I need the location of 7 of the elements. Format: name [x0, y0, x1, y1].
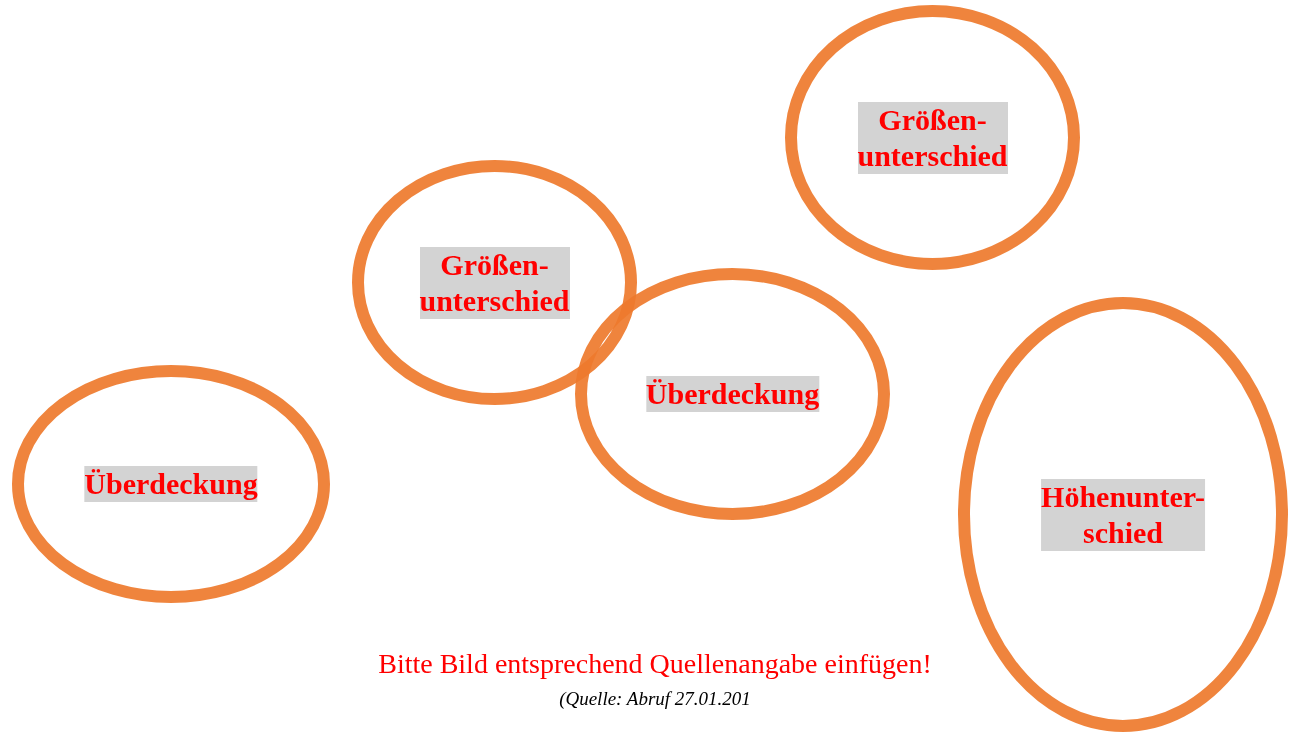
- highlighted-label: Größen- unterschied: [419, 246, 570, 319]
- source-note: (Quelle: Abruf 27.01.201: [559, 688, 751, 710]
- highlighted-label: Höhenunter- schied: [1041, 478, 1205, 551]
- highlighted-label: Größen- unterschied: [857, 101, 1008, 174]
- highlighted-label: Überdeckung: [645, 376, 820, 412]
- highlighted-label: Überdeckung: [84, 466, 258, 502]
- instruction-note: Bitte Bild entsprechend Quellenangabe einfügen!: [378, 648, 932, 680]
